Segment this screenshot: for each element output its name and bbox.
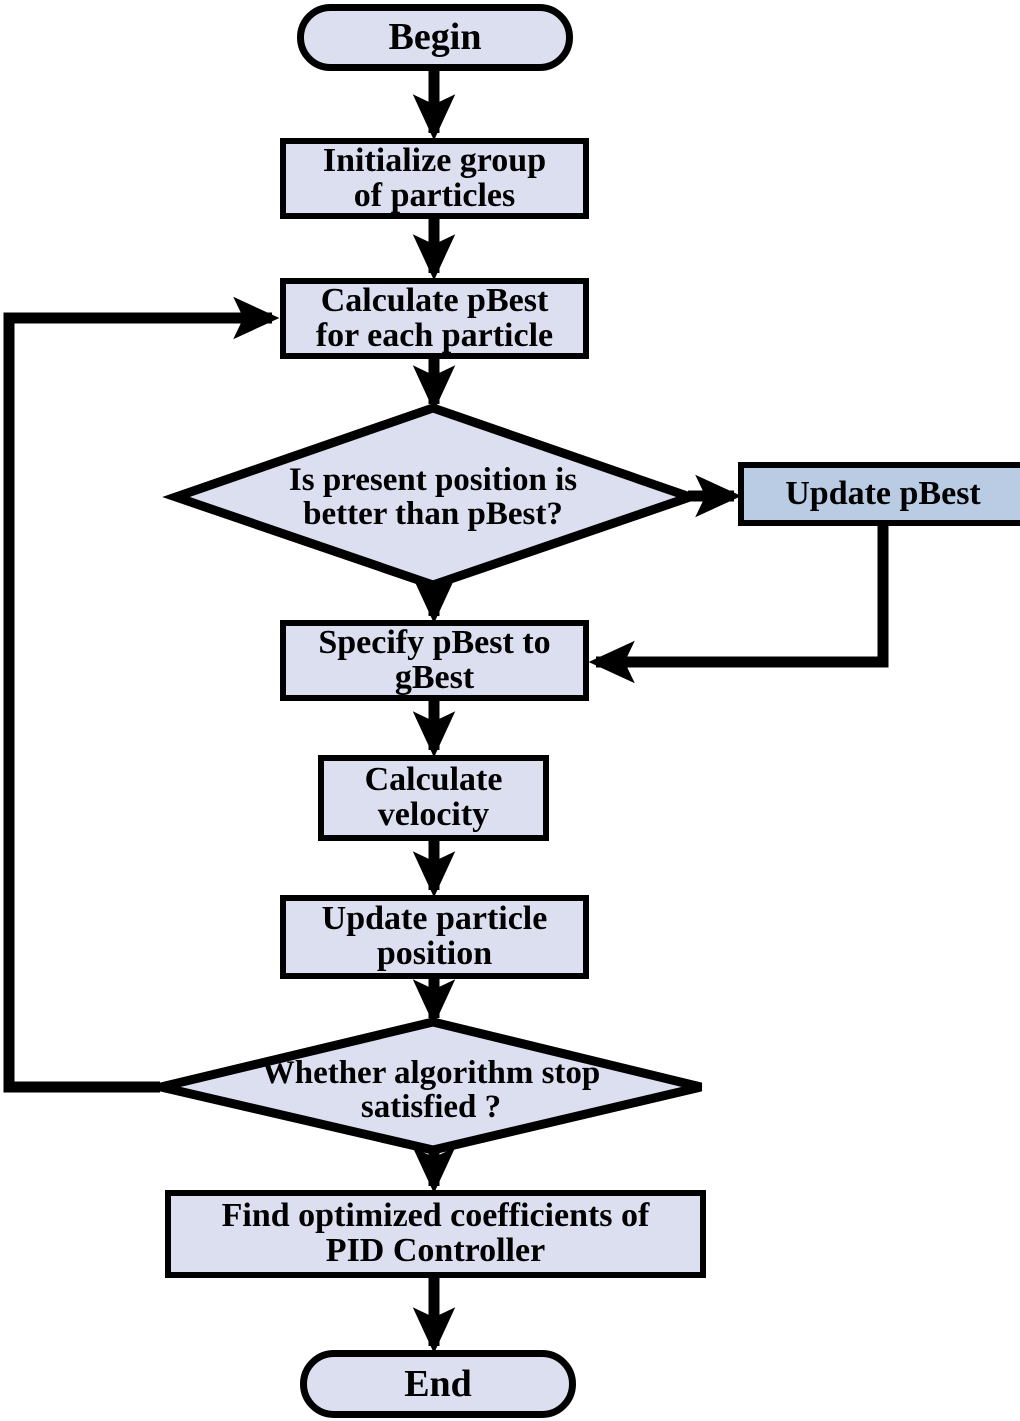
node-update-particle-position[interactable]: Update particle position [280, 895, 589, 979]
node-initialize-particles[interactable]: Initialize group of particles [280, 138, 589, 219]
node-initialize-particles-label: Initialize group of particles [322, 141, 547, 214]
text-line-2: of particles [353, 176, 516, 214]
text-line-2: gBest [394, 658, 475, 696]
text-line-1: Is present position is [288, 461, 578, 498]
text-line-2: for each particle [315, 316, 554, 354]
node-calculate-pbest-label: Calculate pBest for each particle [315, 281, 554, 354]
node-end-label: End [404, 1362, 472, 1405]
text-line-2: velocity [377, 796, 490, 833]
node-update-pbest-label: Update pBest [785, 474, 981, 512]
node-specify-gbest-label: Specify pBest to gBest [318, 623, 551, 696]
text-line-1: Update particle [321, 900, 548, 938]
text-line-2: PID Controller [325, 1232, 546, 1269]
node-end[interactable]: End [300, 1350, 576, 1418]
node-update-particle-position-label: Update particle position [321, 900, 548, 972]
node-decision-stop-satisfied[interactable]: Whether algorithm stop satisfied ? [161, 1029, 701, 1151]
text-line-1: Whether algorithm stop [261, 1054, 601, 1091]
node-calculate-velocity-label: Calculate velocity [364, 761, 503, 833]
node-specify-gbest[interactable]: Specify pBest to gBest [280, 620, 589, 701]
node-decision-is-position-better[interactable]: Is present position is better than pBest… [176, 408, 690, 586]
text-line-2: better than pBest? [303, 496, 563, 532]
text-line-1: Specify pBest to [318, 623, 551, 661]
node-find-optimized-coefficients-label: Find optimized coefficients of PID Contr… [221, 1197, 650, 1269]
node-update-pbest[interactable]: Update pBest [738, 462, 1020, 526]
text-line-2: satisfied ? [360, 1089, 502, 1125]
text-line-1: Find optimized coefficients of [221, 1197, 650, 1235]
node-begin-label: Begin [388, 16, 482, 59]
node-calculate-velocity[interactable]: Calculate velocity [318, 755, 549, 841]
node-decision-stop-satisfied-label: Whether algorithm stop satisfied ? [161, 1029, 701, 1151]
text-line-1: Initialize group [322, 141, 547, 179]
node-begin[interactable]: Begin [297, 4, 573, 71]
node-decision-is-position-better-label: Is present position is better than pBest… [176, 408, 690, 586]
node-find-optimized-coefficients[interactable]: Find optimized coefficients of PID Contr… [165, 1190, 706, 1278]
node-calculate-pbest[interactable]: Calculate pBest for each particle [280, 278, 589, 359]
text-line-1: Calculate [364, 761, 503, 799]
text-line-1: Calculate pBest [320, 281, 549, 319]
text-line-2: position [376, 935, 493, 972]
